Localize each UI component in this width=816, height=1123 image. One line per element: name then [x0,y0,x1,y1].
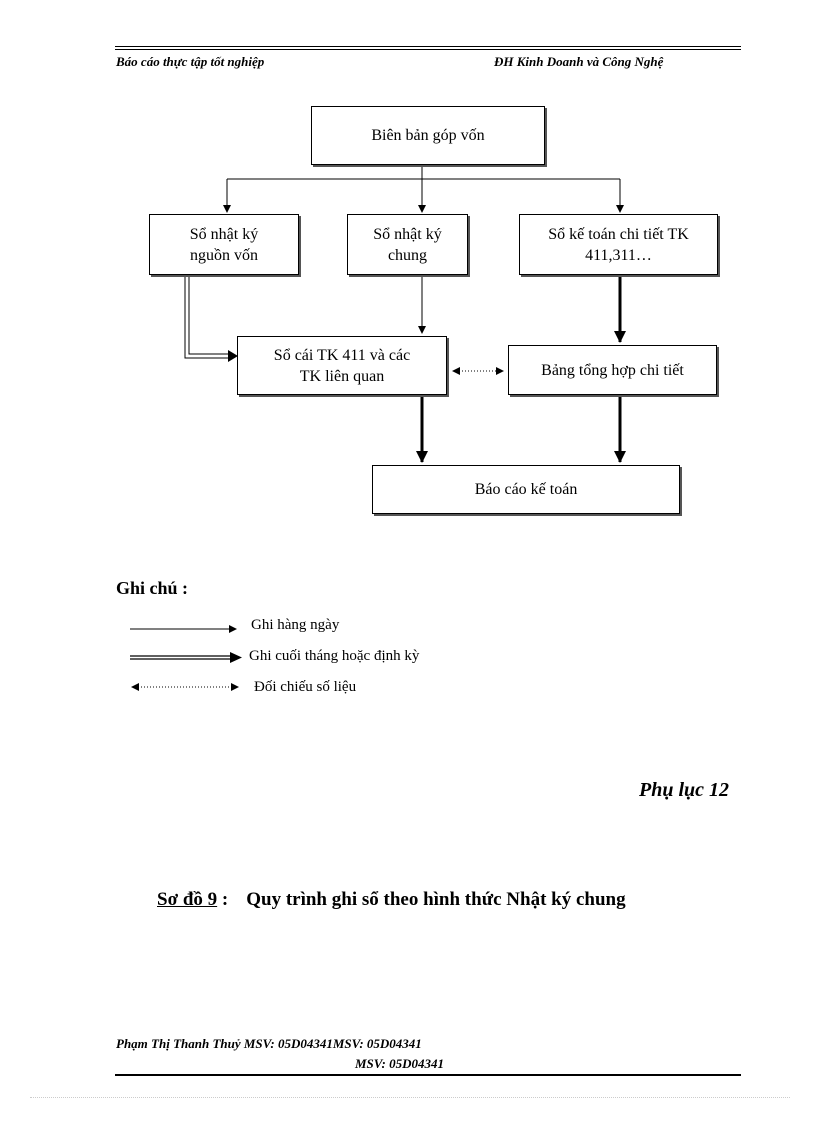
legend-title: Ghi chú : [116,578,189,598]
diagram-caption: Sơ đồ 9 : Quy trình ghi sổ theo hình thức… [157,889,626,911]
box-detail-ledger: Sổ kế toán chi tiết TK 411,311… [519,214,718,275]
footer-student-id: MSV: 05D04341 [355,1056,444,1071]
legend-periodic-line [130,652,242,663]
box-capital-journal: Sổ nhật ký nguồn vốn [149,214,299,275]
header-rule-bottom [115,49,741,50]
footer-rule [115,1074,741,1076]
box-general-ledger: Sổ cái TK 411 và các TK liên quan [237,336,447,395]
box-general-journal-line1: Sổ nhật ký [373,225,442,243]
box-capital-journal-line1: Sổ nhật ký [189,225,259,243]
caption-diagram-number: Sơ đồ 9 [157,889,218,910]
caption-separator: : [217,889,229,910]
periodic-arrow-capital-to-ledger [184,275,238,362]
page-bottom-dotted-edge [30,1097,790,1098]
legend-daily-label: Ghi hàng ngày [251,617,340,633]
box-detail-summary-label: Bảng tổng hợp chi tiết [541,361,684,379]
box-capital-contribution-label: Biên bản góp vốn [371,127,485,144]
box-general-ledger-line1: Sổ cái TK 411 và các [273,346,411,364]
box-capital-journal-line2: nguồn vốn [190,246,258,264]
box-accounting-report-label: Báo cáo kế toán [474,481,578,498]
header-university: ĐH Kinh Doanh và Công Nghệ [494,54,664,69]
footer-author-line: Phạm Thị Thanh Thuỷ MSV: 05D04341MSV: 05… [116,1036,422,1051]
box-detail-ledger-line1: Sổ kế toán chi tiết TK [548,225,689,243]
box-accounting-report: Báo cáo kế toán [372,465,680,514]
box-general-journal: Sổ nhật ký chung [347,214,468,275]
box-general-ledger-line2: TK liên quan [299,367,385,385]
header-report-title: Báo cáo thực tập tốt nghiệp [116,54,265,69]
caption-title: Quy trình ghi sổ theo hình thức Nhật ký … [246,889,626,910]
header-rule-top [115,46,741,47]
box-capital-contribution-record: Biên bản góp vốn [311,106,545,165]
appendix-label: Phụ lục 12 [639,779,730,801]
legend-reconcile-label: Đối chiếu số liệu [254,679,357,695]
split-connector [223,165,624,213]
box-detail-summary: Bảng tổng hợp chi tiết [508,345,717,395]
box-general-journal-line2: chung [387,246,428,264]
legend-periodic-label: Ghi cuối tháng hoặc định kỳ [249,648,420,664]
box-detail-ledger-line2: 411,311… [585,246,652,264]
